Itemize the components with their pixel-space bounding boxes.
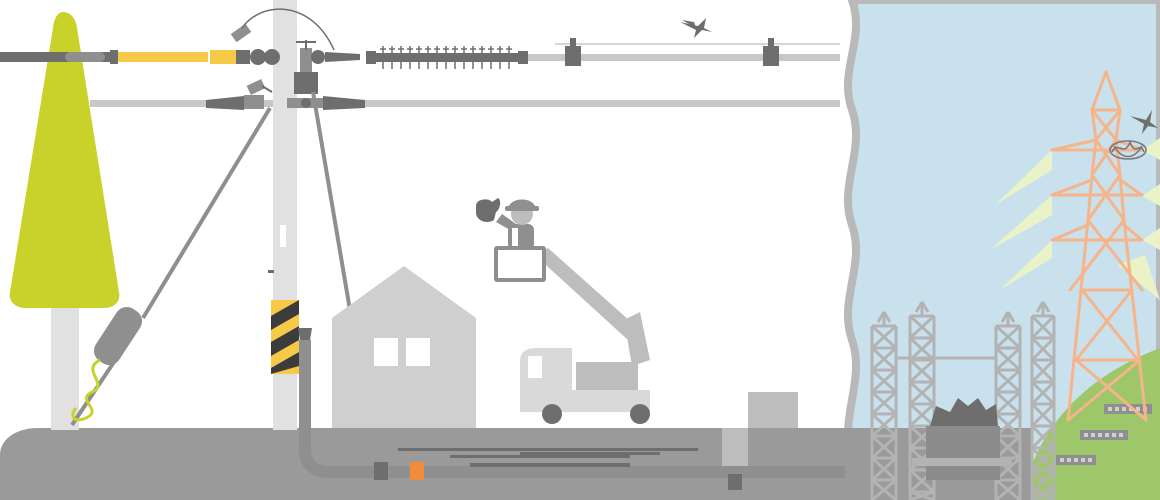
lattice-tower (870, 311, 898, 500)
utility-pole-icon (268, 0, 327, 430)
tower-member (1090, 108, 1098, 142)
terrace-dot (1115, 407, 1119, 411)
tower-member (1086, 218, 1144, 292)
tower-member (1086, 173, 1122, 222)
lattice-tower (1030, 301, 1056, 500)
transmission-tower-icon (1050, 70, 1148, 422)
terrace-dot (1098, 433, 1102, 437)
terrace-dot (1074, 458, 1078, 462)
tower-member (1050, 138, 1098, 152)
terrace-dot (1091, 433, 1095, 437)
underground-cable-icon (298, 328, 845, 490)
tower-member (1050, 223, 1090, 242)
tower-member (1090, 173, 1126, 222)
comb-conductor (366, 46, 528, 69)
terrace-dot (1067, 458, 1071, 462)
tower-member (1094, 138, 1122, 177)
bird-icon (1130, 110, 1158, 134)
tower-member (1122, 223, 1144, 242)
pin-insulators (565, 38, 779, 66)
tower-member (1114, 108, 1122, 142)
terrace-dot (1105, 433, 1109, 437)
hazard-sleeve (271, 300, 299, 374)
terrace-dot (1112, 433, 1116, 437)
terrace-dot (1060, 458, 1064, 462)
guy-wire (70, 106, 272, 427)
terrace-dot (1108, 407, 1112, 411)
tower-member (1090, 70, 1108, 112)
tower-member (1118, 178, 1144, 197)
tower-member (1122, 218, 1148, 422)
terrace-dot (1136, 407, 1140, 411)
lower-insulators (206, 79, 365, 110)
tree-icon (9, 12, 120, 430)
lineworker-icon (476, 198, 546, 282)
sparkle-lines (990, 138, 1160, 300)
tower-member (1066, 218, 1090, 422)
tower-member (1050, 178, 1094, 197)
tower-member (1086, 173, 1094, 222)
bird-icon (680, 18, 712, 38)
tower-member (1066, 358, 1142, 422)
trench-segment (450, 455, 630, 458)
tower-member (1118, 173, 1126, 222)
overhead-lines (90, 43, 840, 107)
tower-member (1074, 288, 1134, 362)
tower-member (1074, 358, 1148, 422)
insulator-icon (0, 8, 360, 65)
tower-member (1080, 288, 1140, 362)
tower-member (1090, 138, 1098, 177)
tower-member (1068, 218, 1126, 292)
trench-segment (398, 448, 698, 451)
tower-member (1104, 70, 1122, 112)
tower-member (1090, 108, 1118, 142)
bird-nest-icon (1109, 139, 1147, 160)
substation-icon (870, 301, 1056, 500)
terrace-dot (1084, 433, 1088, 437)
tower-member (1094, 108, 1122, 142)
terrace-dot (1122, 407, 1126, 411)
house-icon (332, 266, 476, 428)
trench-segment (520, 452, 660, 455)
bucket-truck-icon (520, 248, 650, 424)
terrace-dot (1088, 458, 1092, 462)
terrace-dot (1119, 433, 1123, 437)
terrace-dot (1081, 458, 1085, 462)
